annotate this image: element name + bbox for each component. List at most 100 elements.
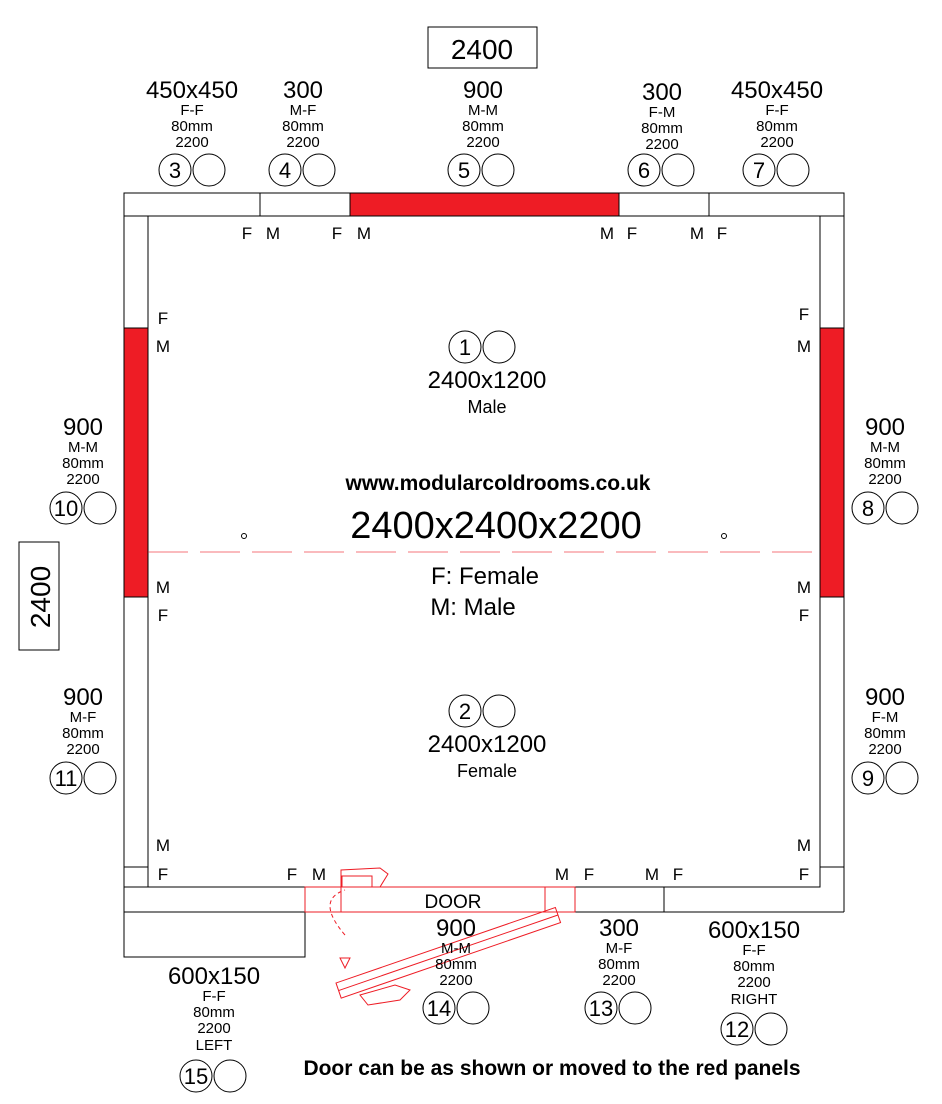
wall-panel-3-number-circle [158, 153, 192, 187]
wall-panel-7-size: 450x450 [731, 77, 823, 104]
wall-panel-3-number: 3 [169, 158, 181, 183]
top-width-dimension: 2400 [427, 26, 538, 69]
joint-mark-right: M [797, 578, 811, 597]
wall-panel-7-type: F-F [765, 102, 788, 119]
wall-panel-10-number-circle [49, 491, 83, 525]
wall-panel-15-side: LEFT [196, 1037, 233, 1054]
wall-panel-5-number: 5 [458, 158, 470, 183]
red-panels [123, 192, 845, 598]
floor-panel-1-size: 2400x1200 [428, 367, 547, 394]
wall-panel-12-type: F-F [742, 942, 765, 959]
red-panel-top [349, 192, 620, 217]
svg-text:2400: 2400 [451, 34, 513, 65]
wall-panel-6-size: 300 [642, 79, 682, 106]
wall-panel-9-number: 9 [862, 766, 874, 791]
wall-panel-9-type: F-M [872, 709, 899, 726]
wall-panel-6-number: 6 [638, 158, 650, 183]
wall-panel-3-thickness: 80mm [171, 118, 213, 135]
wall-panel-5-thickness: 80mm [462, 118, 504, 135]
wall-panel-7-thickness: 80mm [756, 118, 798, 135]
wall-panel-15-blank-circle [213, 1059, 247, 1093]
wall-panel-5-type: M-M [468, 102, 498, 119]
wall-panel-7-number: 7 [753, 158, 765, 183]
wall-panel-9-number-circle [851, 761, 885, 795]
svg-text:2400: 2400 [25, 566, 56, 628]
wall-panel-11-size: 900 [63, 684, 103, 711]
wall-panel-12-number-circle [720, 1012, 754, 1046]
footer-note: Door can be as shown or moved to the red… [303, 1057, 800, 1080]
wall-panel-10-thickness: 80mm [62, 455, 104, 472]
wall-panel-4-number-circle [268, 153, 302, 187]
wall-panel-8-type: M-M [870, 439, 900, 456]
legend-female: F: Female [431, 563, 539, 590]
joint-mark-bottom: M [555, 865, 569, 884]
wall-panel-7-height: 2200 [760, 134, 793, 151]
joint-mark-top: M [690, 224, 704, 243]
joint-mark-left: F [158, 309, 168, 328]
wall-panel-12-number: 12 [725, 1017, 749, 1042]
wall-panel-4-size: 300 [283, 77, 323, 104]
wall-panel-13-thickness: 80mm [598, 956, 640, 973]
wall-panel-11-number: 11 [55, 766, 78, 791]
red-panel-left [123, 327, 149, 598]
wall-panel-6-number-circle [627, 153, 661, 187]
wall-panel-12-size: 600x150 [708, 917, 800, 944]
wall-panel-13-size: 300 [599, 915, 639, 942]
floor-panel-2-size: 2400x1200 [428, 731, 547, 758]
wall-panel-12-height: 2200 [737, 974, 770, 991]
floor-panel-1-number-circle [448, 330, 482, 364]
wall-panel-5-size: 900 [463, 77, 503, 104]
joint-mark-right: F [799, 305, 809, 324]
wall-panel-11-height: 2200 [66, 741, 99, 758]
joint-mark-bottom: F [673, 865, 683, 884]
wall-panel-11-number-circle [49, 761, 83, 795]
joint-mark-left: M [156, 337, 170, 356]
wall-panel-4-type: M-F [290, 102, 317, 119]
wall-panel-3-height: 2200 [175, 134, 208, 151]
wall-panel-7-number-circle [742, 153, 776, 187]
wall-panel-13-number: 13 [589, 996, 613, 1021]
wall-panel-14-height: 2200 [439, 972, 472, 989]
wall-panel-15-number-circle [179, 1059, 213, 1093]
fixing-mark-left [241, 533, 247, 539]
wall-panel-9-height: 2200 [868, 741, 901, 758]
wall-panel-7-blank-circle [776, 153, 810, 187]
wall-panel-10-blank-circle [83, 491, 117, 525]
wall-panel-13-height: 2200 [602, 972, 635, 989]
wall-panel-4-thickness: 80mm [282, 118, 324, 135]
wall-panel-4-blank-circle [302, 153, 336, 187]
joint-mark-bottom: M [645, 865, 659, 884]
wall-panel-9-thickness: 80mm [864, 725, 906, 742]
wall-panel-13-blank-circle [618, 991, 652, 1025]
joint-mark-left: F [158, 606, 168, 625]
joint-mark-top: F [627, 224, 637, 243]
wall-panel-3-size: 450x450 [146, 77, 238, 104]
wall-panel-14-blank-circle [456, 991, 490, 1025]
wall-panel-14-number-circle [422, 991, 456, 1025]
wall-panel-11-thickness: 80mm [62, 725, 104, 742]
wall-panel-8-thickness: 80mm [864, 455, 906, 472]
floor-panel-1-number: 1 [459, 335, 471, 360]
floor-panel-1-gender: Male [467, 397, 506, 417]
wall-panel-5-height: 2200 [466, 134, 499, 151]
joint-mark-right: M [797, 337, 811, 356]
wall-panel-13-type: M-F [606, 940, 633, 957]
wall-panel-6-blank-circle [661, 153, 695, 187]
floor-panel-2-blank-circle [482, 694, 516, 728]
door-label: DOOR [425, 892, 482, 913]
wall-panel-8-number: 8 [862, 496, 874, 521]
wall-panel-10-number: 10 [54, 496, 78, 521]
joint-mark-bottom: M [312, 865, 326, 884]
wall-panel-11-blank-circle [83, 761, 117, 795]
joint-mark-right: M [797, 836, 811, 855]
wall-panel-10-height: 2200 [66, 471, 99, 488]
joint-mark-bottom: F [584, 865, 594, 884]
wall-panel-12-thickness: 80mm [733, 958, 775, 975]
wall-panel-5-number-circle [447, 153, 481, 187]
side-depth-dimension: 2400 [18, 541, 60, 651]
joint-mark-right: F [799, 606, 809, 625]
wall-panel-15-thickness: 80mm [193, 1004, 235, 1021]
wall-panel-5-blank-circle [481, 153, 515, 187]
wall-panel-3-type: F-F [180, 102, 203, 119]
